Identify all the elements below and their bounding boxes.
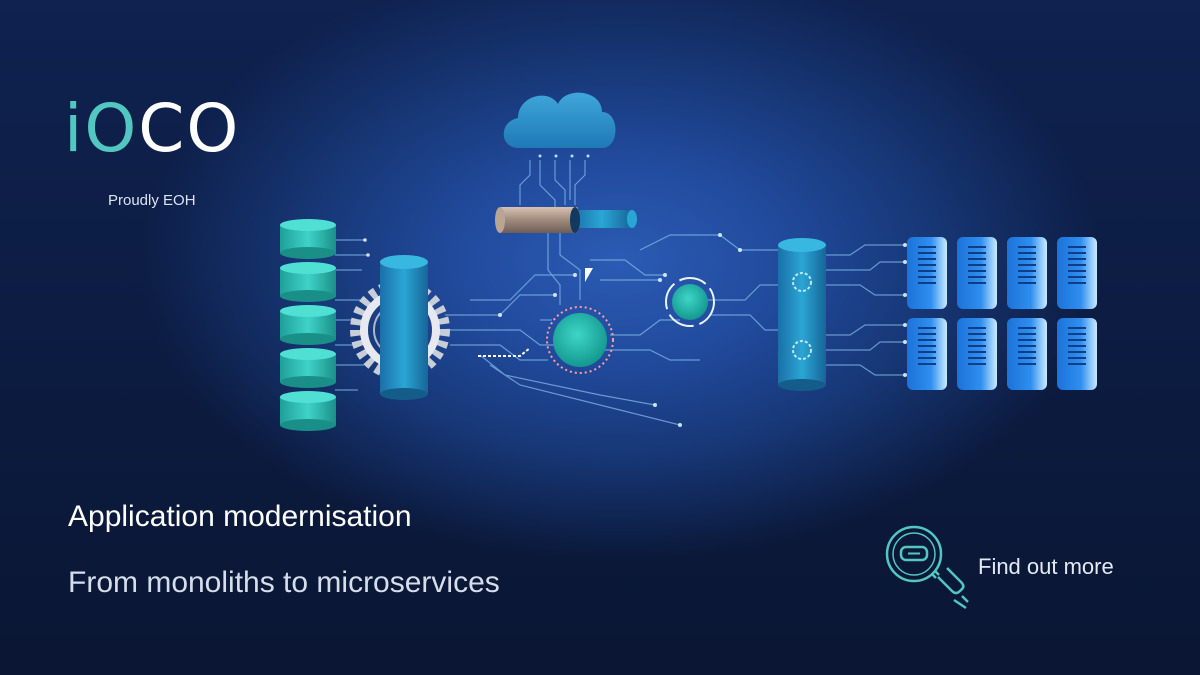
find-out-more-link[interactable]: Find out more	[880, 522, 1130, 614]
subheadline: From monoliths to microservices	[68, 566, 500, 599]
magnifier-icon	[885, 525, 969, 610]
legacy-cylinder	[380, 255, 428, 400]
ioco-logo: iOCO	[64, 96, 240, 162]
modernisation-illustration	[280, 92, 1097, 431]
processing-hub	[546, 277, 715, 374]
logo-suffix: CO	[138, 90, 241, 167]
circuit-icon	[335, 160, 905, 426]
logo-prefix: iO	[64, 90, 139, 167]
server-icon	[907, 237, 1097, 390]
database-icon	[280, 219, 336, 431]
headline: Application modernisation	[68, 500, 412, 533]
find-out-more-label: Find out more	[978, 554, 1114, 579]
pipe-icon	[495, 207, 637, 233]
cloud-icon	[503, 92, 616, 158]
tagline: Proudly EOH	[108, 192, 196, 209]
microservice-cylinder	[778, 238, 826, 391]
